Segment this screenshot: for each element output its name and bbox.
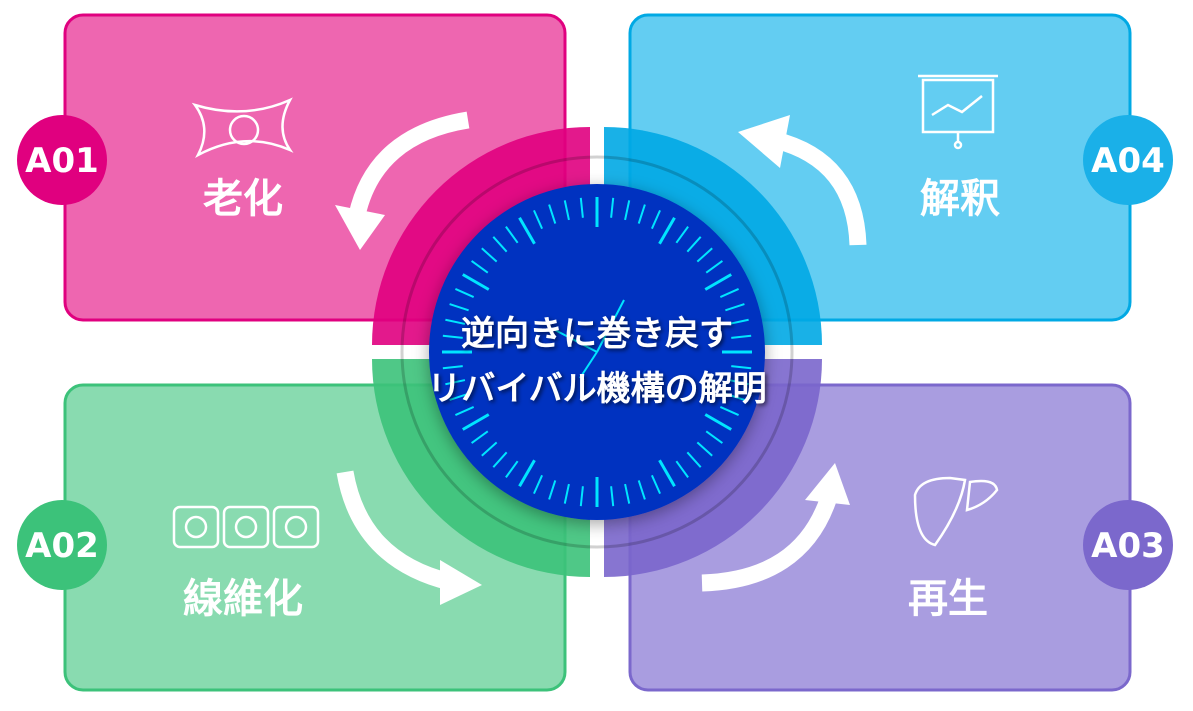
- clock-tick: [563, 200, 570, 221]
- clock-tick: [442, 365, 463, 370]
- clock-tick: [705, 260, 723, 274]
- clock-tick: [445, 379, 466, 386]
- clock-tick: [728, 379, 749, 386]
- clock-tick: [637, 480, 646, 500]
- cells-row-icon: [172, 505, 320, 549]
- clock-tick: [624, 483, 631, 504]
- badge-label-a01: A01: [25, 141, 99, 181]
- clock-tick: [533, 209, 544, 230]
- clock-tick: [462, 413, 490, 431]
- clock-tick: [705, 430, 723, 444]
- clock-tick: [471, 430, 489, 444]
- clock-tick: [481, 441, 498, 457]
- stage-label-a04: 解釈: [920, 176, 1000, 222]
- clock-tick: [563, 483, 570, 504]
- badge-a01: A01: [17, 115, 107, 205]
- clock-tick: [658, 217, 676, 245]
- clock-tick: [492, 236, 508, 253]
- presentation-chart-icon: [918, 74, 998, 150]
- clock-tick: [442, 334, 463, 339]
- liver-icon: [913, 476, 999, 547]
- clock-tick: [518, 217, 536, 245]
- clock-tick: [579, 197, 584, 218]
- clock-tick: [505, 226, 519, 244]
- badge-a02: A02: [17, 500, 107, 590]
- clock-tick: [725, 392, 745, 401]
- clock-tick: [728, 318, 749, 325]
- clock-tick: [725, 303, 745, 312]
- arrow-a04: [772, 131, 867, 246]
- badge-a04: A04: [1083, 115, 1173, 205]
- stage-label-a02: 線維化: [183, 576, 303, 622]
- clock-tick: [675, 226, 689, 244]
- clock-tick: [533, 474, 544, 495]
- clock-tick: [548, 204, 557, 224]
- arrowhead-a03: [805, 463, 850, 505]
- clock-tick: [704, 413, 732, 431]
- clock-hands: [554, 299, 625, 379]
- clock-tick: [650, 209, 661, 230]
- clock-tick: [548, 480, 557, 500]
- arrow-a02: [336, 470, 453, 591]
- cell-pillow-icon: [191, 97, 294, 158]
- clock-tick: [445, 318, 466, 325]
- clock-tick: [518, 459, 536, 487]
- arrowhead-a04: [738, 115, 790, 168]
- clock-tick: [696, 247, 713, 263]
- clock-tick: [696, 441, 713, 457]
- clock-tick: [704, 273, 732, 291]
- cycle-arrows: [336, 111, 867, 592]
- clock-tick: [650, 474, 661, 495]
- clock-tick: [624, 200, 631, 221]
- clock-tick: [675, 460, 689, 478]
- clock-tick: [505, 460, 519, 478]
- clock-tick: [462, 273, 490, 291]
- clock-tick: [731, 365, 752, 370]
- clock-tick: [454, 288, 475, 299]
- clock-tick: [454, 405, 475, 416]
- clock-tick: [686, 236, 702, 253]
- clock-tick: [658, 459, 676, 487]
- badge-label-a03: A03: [1091, 526, 1165, 566]
- clock-tick: [449, 303, 469, 312]
- clock-tick: [471, 260, 489, 274]
- badge-a03: A03: [1083, 500, 1173, 590]
- arrowhead-a02: [440, 560, 482, 605]
- stage-label-a03: 再生: [908, 576, 988, 622]
- stage-label-a01: 老化: [203, 176, 283, 222]
- arrow-a01: [348, 111, 470, 218]
- clock-tick: [492, 451, 508, 468]
- clock-tick: [579, 486, 584, 507]
- clock-tick: [686, 451, 702, 468]
- clock-tick: [731, 334, 752, 339]
- clock-ticks: [442, 197, 752, 507]
- arrowhead-a01: [335, 205, 385, 250]
- title-line-1: 逆向きに巻き戻す: [461, 314, 733, 354]
- clock-tick: [610, 197, 615, 218]
- clock-tick: [637, 204, 646, 224]
- clock-tick: [481, 247, 498, 263]
- arrow-a03: [701, 497, 837, 592]
- badge-label-a04: A04: [1091, 141, 1165, 181]
- badge-label-a02: A02: [25, 526, 99, 566]
- clock-tick: [449, 392, 469, 401]
- clock-tick: [719, 288, 740, 299]
- clock-tick: [719, 405, 740, 416]
- clock-tick: [610, 486, 615, 507]
- title-line-2: リバイバル機構の解明: [427, 369, 766, 409]
